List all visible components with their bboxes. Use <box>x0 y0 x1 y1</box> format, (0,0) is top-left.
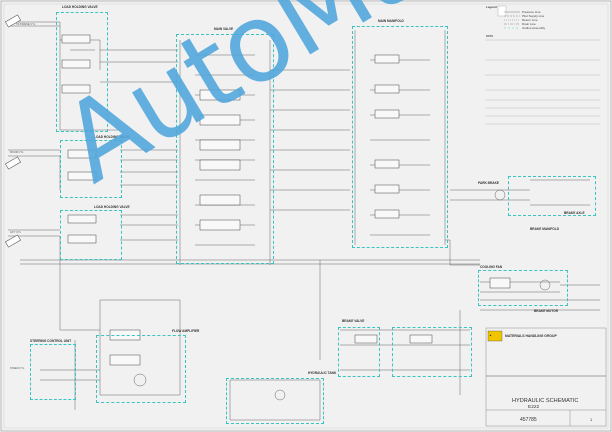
legend-item-pressure: Pressure Line <box>522 10 541 14</box>
flow-amplifier-box <box>96 335 186 403</box>
load-holding-valve-1-box <box>56 12 108 132</box>
cylinder-label-tilt: TILT/RAISE CYL <box>16 23 36 26</box>
main-manifold-box <box>352 26 448 248</box>
cylinder-label-steer: STEER CYL <box>10 367 25 370</box>
section-label-park-brake: PARK BRAKE <box>478 181 500 185</box>
section-label-steering: STEERING CONTROL UNIT <box>30 339 72 343</box>
section-label-load-holding-1: LOAD HOLDING VALVE <box>62 5 98 9</box>
notes-title: NOTE <box>486 35 494 38</box>
load-holding-valve-3-box <box>60 210 122 260</box>
legend-item-pilot: Pilot Supply Line <box>522 14 545 18</box>
section-label-brake-valve: BRAKE VALVE <box>342 319 365 323</box>
section-label-load-holding-3: LOAD HOLDING VALVE <box>94 205 130 209</box>
legend-item-drain: Drain Line <box>522 22 536 26</box>
section-label-brake-axle: BRAKE AXLE <box>564 211 585 215</box>
title-block-sheet: 1 <box>590 417 593 422</box>
title-block-drawing-no: 457785 <box>520 417 537 423</box>
load-holding-valve-2-box <box>60 140 122 198</box>
section-label-cooling-fan: COOLING FAN <box>480 265 503 269</box>
cylinder-label-lift: LIFT CYL <box>10 231 22 234</box>
brake-valve-box-2 <box>392 327 472 377</box>
section-label-load-holding-2: LOAD HOLDING VALVE <box>94 135 130 139</box>
title-block-title: HYDRAULIC SCHEMATIC <box>512 398 579 404</box>
steering-control-box <box>30 344 76 400</box>
park-brake-box <box>508 176 596 216</box>
section-label-flow-amplifier: FLOW AMPLIFIER <box>172 329 200 333</box>
legend-item-outline: Outline Assembly <box>522 26 546 30</box>
brake-valve-box-1 <box>338 327 380 377</box>
section-label-brake-manifold: BRAKE MANIFOLD <box>530 227 560 231</box>
hydraulic-tank-box <box>226 378 324 424</box>
section-label-hydraulic-tank: HYDRAULIC TANK <box>308 371 337 375</box>
cooling-fan-box <box>478 270 568 306</box>
section-label-main-manifold: MAIN MANIFOLD <box>378 19 404 23</box>
company-logo: ▲ <box>489 333 492 337</box>
title-block-company: MATERIALS HANDLING GROUP <box>505 334 557 338</box>
legend-item-return: Return Line <box>522 18 538 22</box>
section-label-main-valve: MAIN VALVE <box>214 27 234 31</box>
main-valve-box <box>176 34 274 264</box>
legend-title: Legend <box>486 5 497 9</box>
section-label-brake-motor: BRAKE MOTOR <box>534 309 559 313</box>
title-block-model: E222 <box>528 405 540 410</box>
cylinder-label-boom: BOOM CYL <box>10 151 24 154</box>
